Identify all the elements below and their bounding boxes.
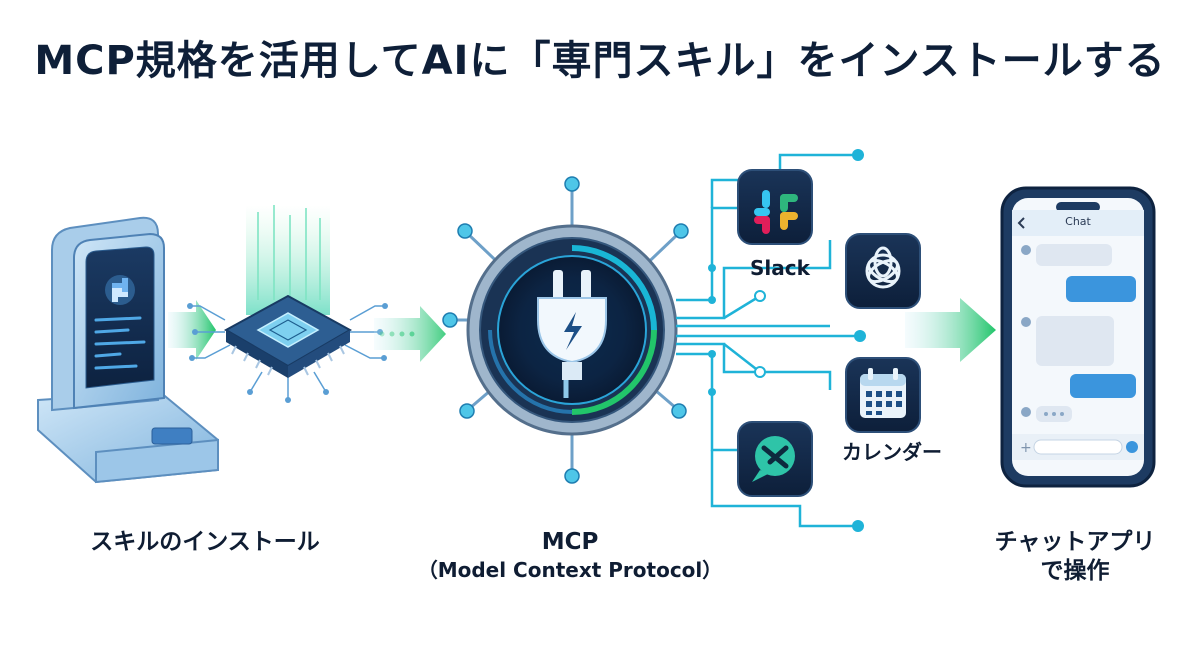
arrow-2 <box>374 306 446 362</box>
connector-dots <box>708 149 866 532</box>
smartphone-icon: + <box>1000 186 1156 488</box>
connector-lines <box>676 153 860 528</box>
svg-text:+: + <box>1020 440 1032 456</box>
calendar-label: カレンダー <box>842 440 942 464</box>
phone-header-title: Chat <box>1065 215 1091 228</box>
bubble-tile <box>737 421 813 497</box>
calendar-icon <box>860 368 906 418</box>
chat-app-label: チャットアプリ で操作 <box>975 528 1175 586</box>
openai-icon <box>865 246 901 289</box>
plug-hub-icon <box>442 176 689 484</box>
chat-bubble-icon <box>752 436 795 482</box>
openai-tile <box>845 233 921 309</box>
chat-app-label-line1: チャットアプリ <box>994 529 1156 555</box>
slack-icon <box>754 190 798 234</box>
slack-tile <box>737 169 813 245</box>
chat-app-label-line2: で操作 <box>1040 557 1110 584</box>
page-title: MCP規格を活用してAIに「専門スキル」をインストールする <box>34 38 1166 84</box>
slack-label: Slack <box>750 256 810 280</box>
processor-chip-icon <box>187 205 388 403</box>
calendar-tile <box>845 357 921 433</box>
mcp-full-label: （Model Context Protocol） <box>417 558 723 582</box>
arrow-1 <box>168 300 216 360</box>
arrow-3 <box>905 298 996 362</box>
python-kiosk-icon <box>37 216 219 484</box>
skill-install-label: スキルのインストール <box>90 529 320 555</box>
mcp-label: MCP <box>541 529 599 555</box>
